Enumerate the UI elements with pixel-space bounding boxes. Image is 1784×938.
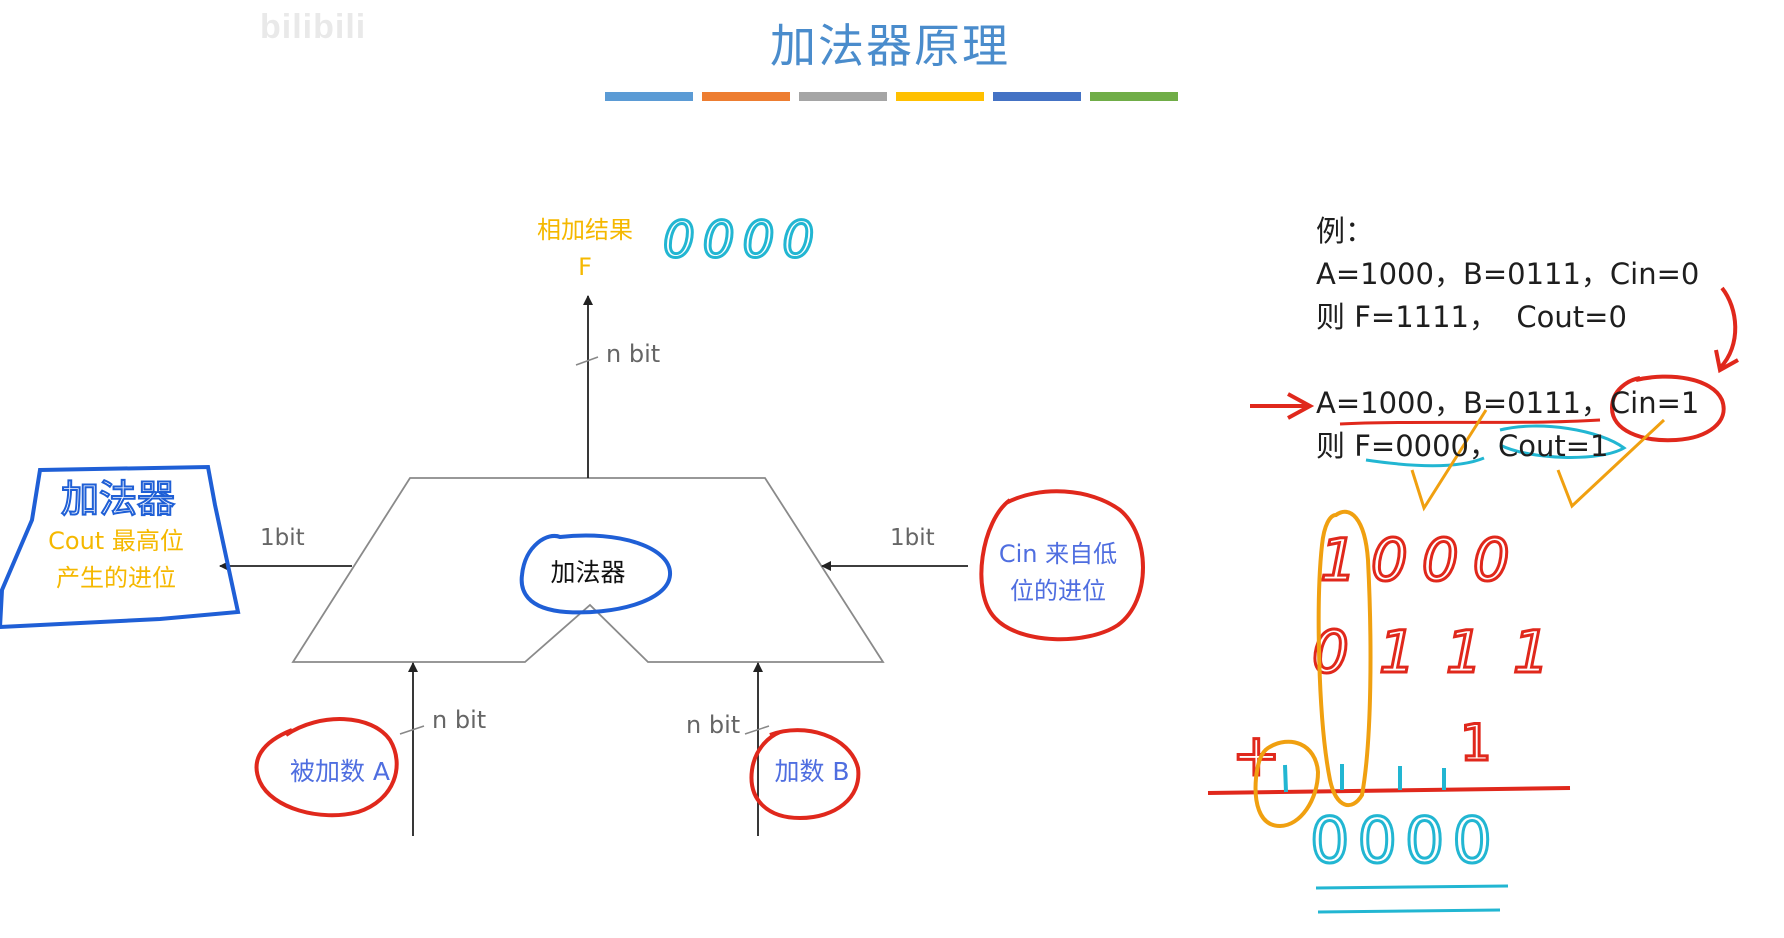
output-label: 相加结果 <box>537 216 633 244</box>
input-a-red-circle <box>254 717 399 818</box>
color-bar-4 <box>896 92 984 101</box>
output-width-label: n bit <box>606 340 660 368</box>
example-line-3: A=1000，B=0111，Cin=1 <box>1316 386 1700 420</box>
red-arrow-left <box>1250 392 1315 420</box>
handwritten-adder-note: 加法器 <box>61 477 175 521</box>
example-line-4: 则 F=0000，Cout=1 <box>1316 429 1609 463</box>
carry-in-orange-loop <box>1253 739 1321 829</box>
f-cyan-underline <box>1365 456 1485 468</box>
cin-description-line1: Cin 来自低 <box>999 540 1117 568</box>
f-orange-check <box>1410 409 1488 512</box>
cin-red-circle <box>979 489 1145 642</box>
cout-description-line1: Cout 最高位 <box>48 527 184 555</box>
color-bar-2 <box>702 92 790 101</box>
input-b-red-circle <box>749 728 861 821</box>
adder-block-label: 加法器 <box>550 558 625 587</box>
input-a-width-label: n bit <box>432 706 486 734</box>
handwritten-row-b: 0111 <box>1312 618 1580 686</box>
cout-width-label: 1bit <box>260 525 305 551</box>
cin-description-line2: 位的进位 <box>1010 577 1106 605</box>
slide-title: 加法器原理 <box>770 19 1010 73</box>
example-spacer <box>1316 339 1699 382</box>
cout-blue-box <box>0 464 241 630</box>
handwritten-row-a: 1000 <box>1320 526 1524 594</box>
addition-red-line <box>1207 786 1571 795</box>
carry-column-orange-loop <box>1316 509 1373 807</box>
output-symbol: F <box>578 253 592 281</box>
adder-label-blue-loop <box>519 533 673 615</box>
handwritten-carry-in: 1 <box>1460 714 1492 772</box>
example-text-block: 例： A=1000，B=0111，Cin=0 则 F=1111， Cout=0 … <box>1316 210 1699 468</box>
title-color-bars <box>605 92 1178 101</box>
input-a-label: 被加数 A <box>290 757 390 786</box>
output-bus-tick <box>575 356 599 366</box>
carry-cyan-ticks <box>1283 764 1446 793</box>
color-bar-5 <box>993 92 1081 101</box>
example-heading: 例： <box>1316 214 1375 248</box>
input-b-bus-tick <box>744 725 770 735</box>
example-line-1: A=1000，B=0111，Cin=0 <box>1316 257 1700 291</box>
handwritten-sum: 0000 <box>1310 804 1500 877</box>
input-b-label: 加数 B <box>774 757 849 786</box>
cin-one-red-circle <box>1609 374 1726 443</box>
bilibili-watermark: bilibili <box>260 8 367 46</box>
cin-width-label: 1bit <box>890 525 935 551</box>
sum-cyan-underline <box>1315 884 1509 914</box>
handwritten-output-value: 0000 <box>663 211 822 269</box>
color-bar-6 <box>1090 92 1178 101</box>
cout-description-line2: 产生的进位 <box>56 564 176 592</box>
cout-orange-check <box>1556 418 1666 509</box>
adder-block-outline <box>291 477 885 663</box>
color-bar-1 <box>605 92 693 101</box>
example-line-2: 则 F=1111， Cout=0 <box>1316 300 1627 334</box>
input-b-width-label: n bit <box>686 711 740 739</box>
cout-cyan-loop <box>1499 424 1627 459</box>
example-red-underline <box>1339 418 1601 426</box>
color-bar-3 <box>799 92 887 101</box>
red-arrow-curve <box>1714 286 1739 374</box>
input-a-bus-tick <box>399 725 425 735</box>
